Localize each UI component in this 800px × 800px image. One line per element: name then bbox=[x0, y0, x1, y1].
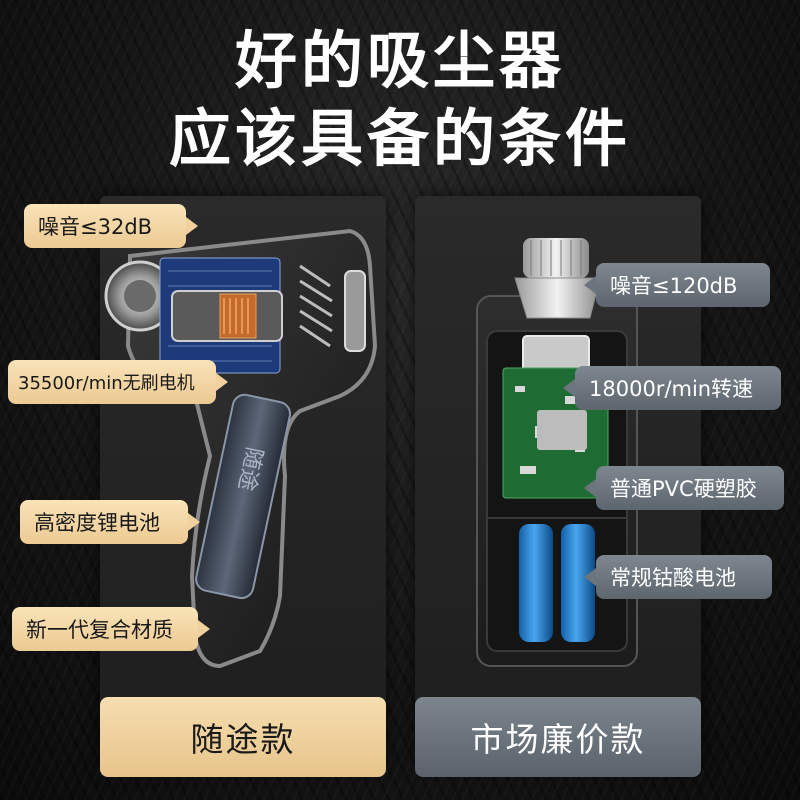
headline-line-1: 好的吸尘器 bbox=[234, 24, 565, 97]
feature-label-battery-right: 常规钴酸电池 bbox=[584, 555, 772, 599]
feature-label-noise-right: 噪音≤120dB bbox=[584, 263, 770, 307]
feature-label-motor-left: 35500r/min无刷电机 bbox=[8, 360, 228, 404]
feature-label-noise-left: 噪音≤32dB bbox=[24, 204, 198, 248]
left-product-caption: 随途款 bbox=[100, 697, 386, 777]
feature-label-material-right: 普通PVC硬塑胶 bbox=[584, 466, 784, 510]
premium-vacuum-cutaway-illustration: 随途 bbox=[104, 228, 378, 669]
feature-label-battery-left: 高密度锂电池 bbox=[20, 500, 200, 544]
headline-line-2: 应该具备的条件 bbox=[168, 102, 631, 175]
right-product-caption: 市场廉价款 bbox=[415, 697, 701, 777]
feature-label-speed-right: 18000r/min转速 bbox=[563, 366, 781, 410]
feature-label-material-left: 新一代复合材质 bbox=[12, 607, 210, 651]
